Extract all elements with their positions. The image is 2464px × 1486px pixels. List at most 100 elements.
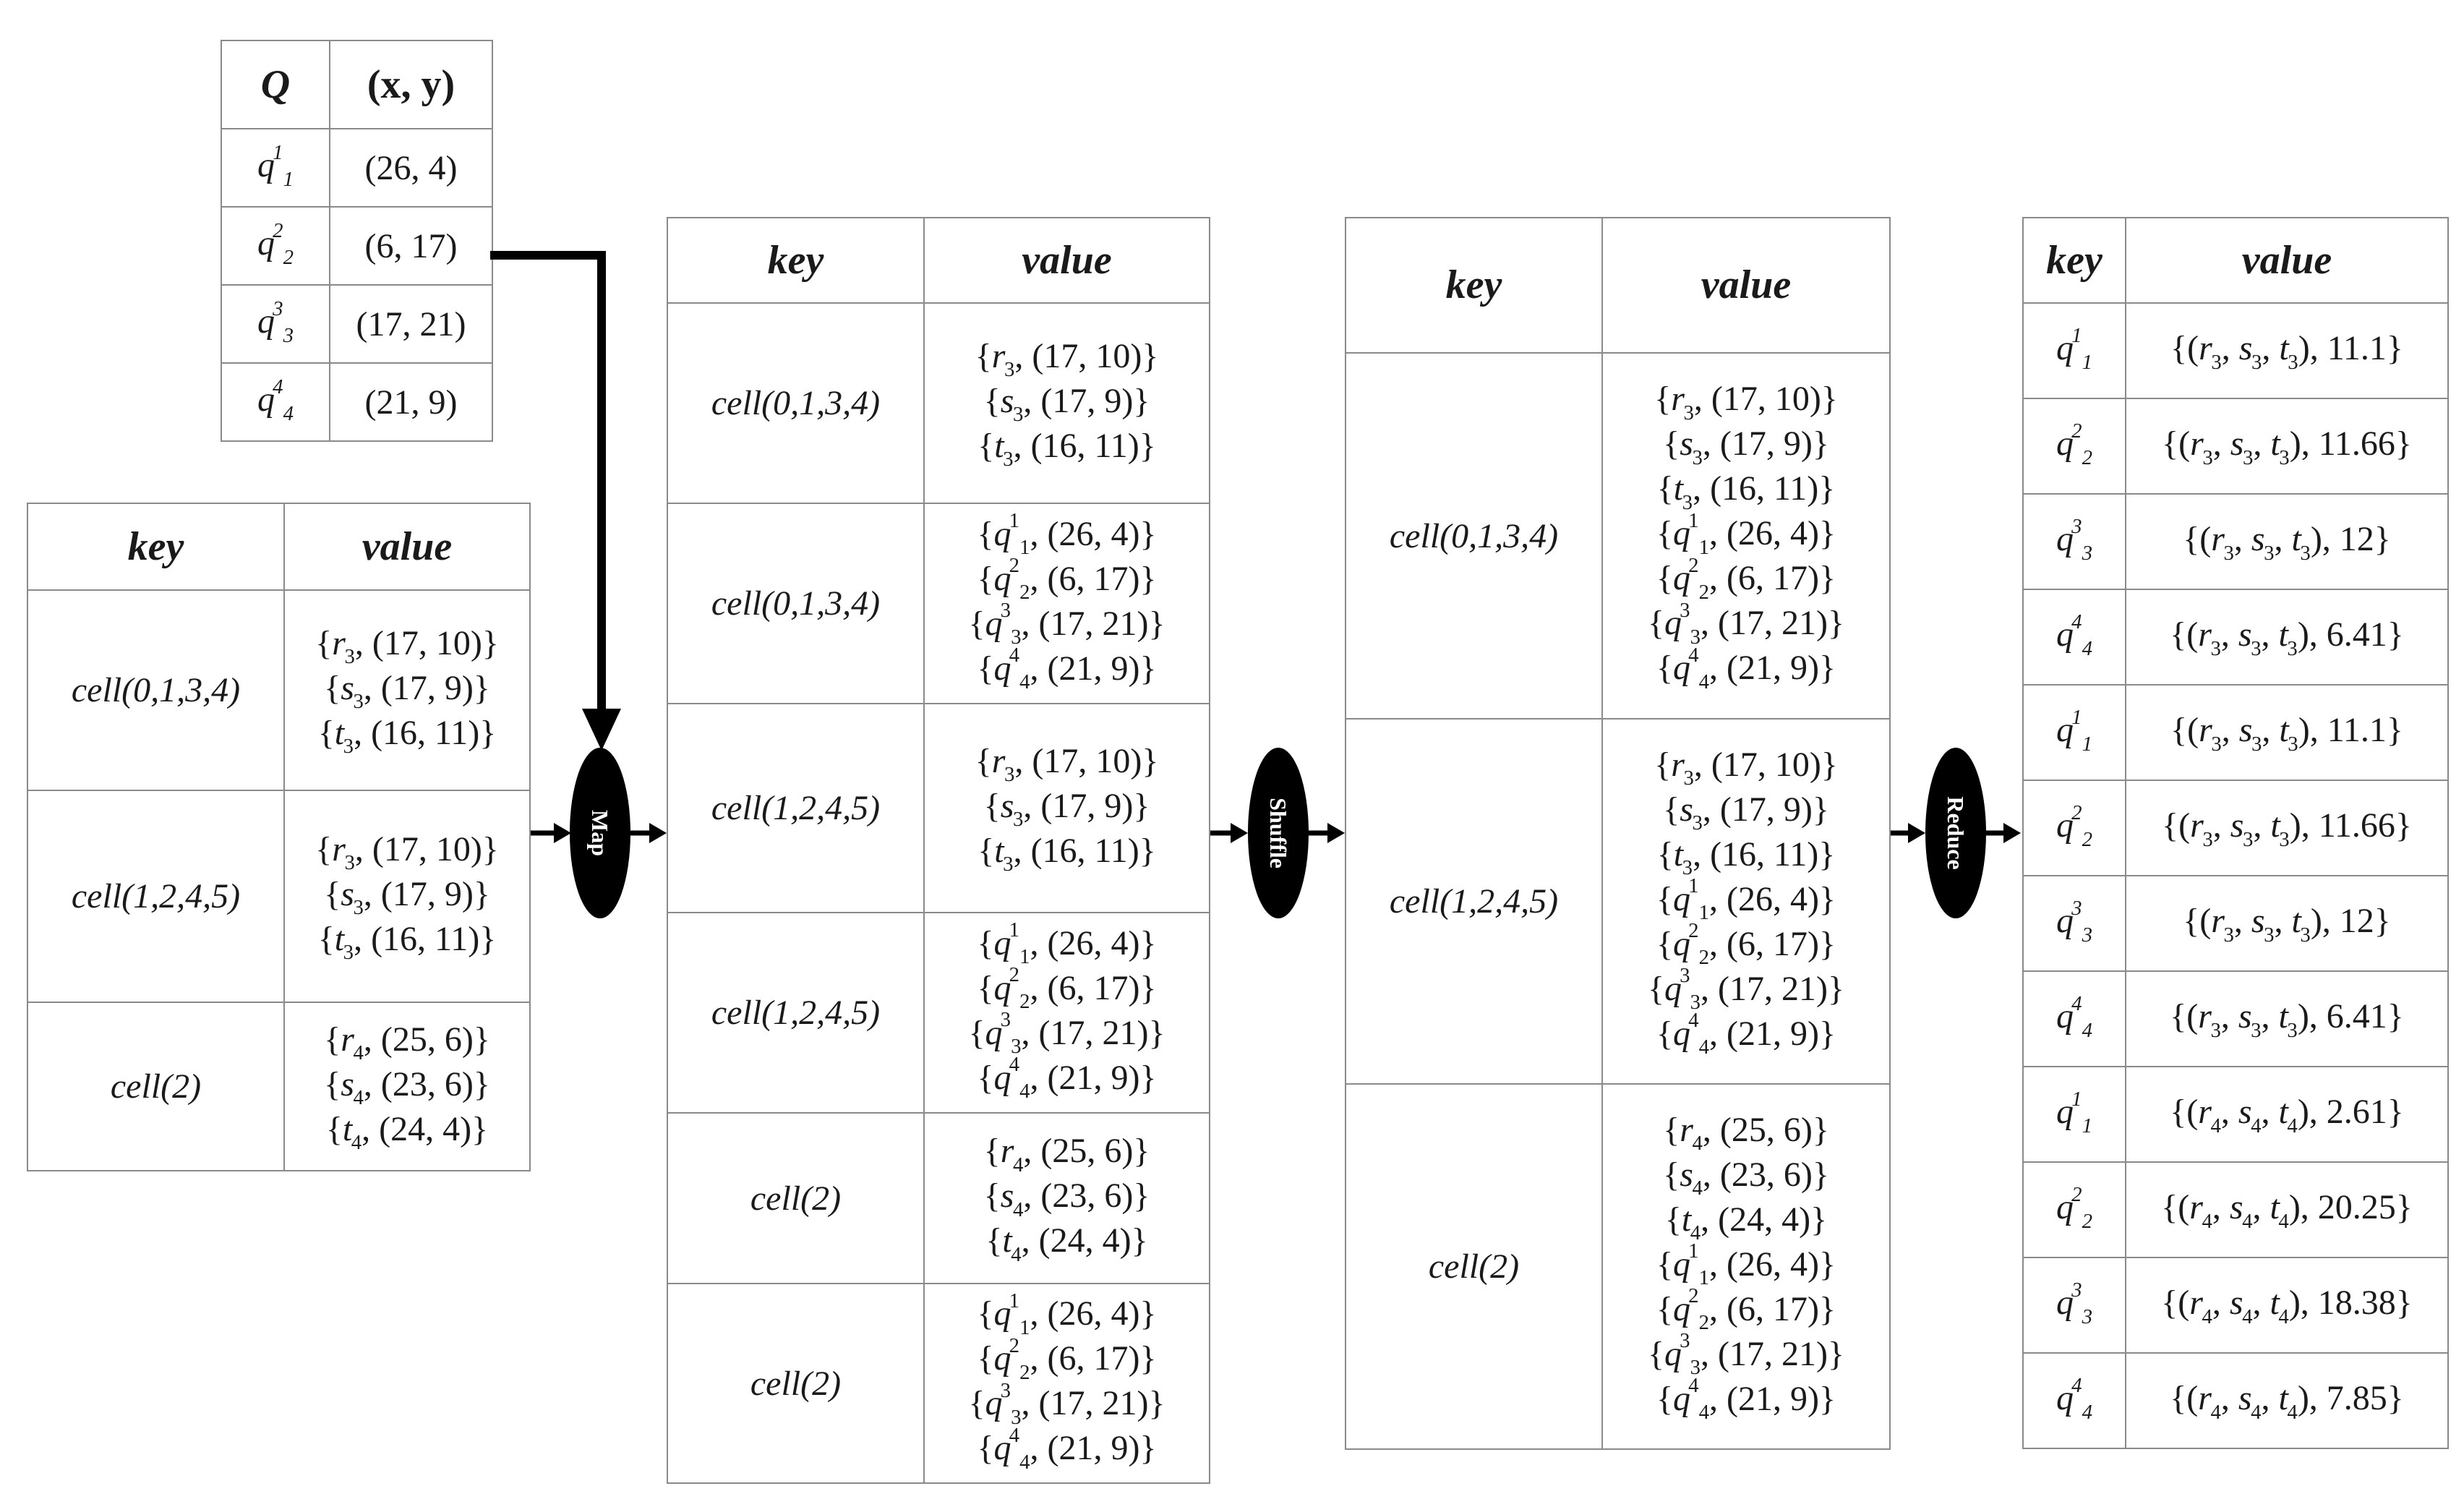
input-value: {r3, (17, 10)}{s3, (17, 9)}{t3, (16, 11)… xyxy=(283,589,531,791)
entry-subscript: 1 xyxy=(1019,1315,1030,1339)
value-entry: {q33, (17, 21)} xyxy=(925,1379,1209,1429)
value-entry: {q33, (17, 21)} xyxy=(925,1008,1209,1058)
result-distance: 18.38 xyxy=(2317,1284,2396,1322)
map-key: cell(2) xyxy=(667,1112,925,1284)
value-entry: {q33, (17, 21)} xyxy=(925,599,1209,649)
brace-open: { xyxy=(1648,1334,1665,1373)
input-table: key value cell(0,1,3,4){r3, (17, 10)}{s3… xyxy=(27,503,531,1171)
entry-subscript: 2 xyxy=(1019,990,1030,1014)
result-close: } xyxy=(2374,902,2391,940)
entry-superscript: 4 xyxy=(1009,1053,1020,1077)
result-t: t xyxy=(2291,902,2301,940)
result-row: q11{(r4, s4, t4), 2.61} xyxy=(2022,1066,2449,1163)
result-query-symbol: q xyxy=(2056,424,2074,463)
result-sep: , xyxy=(2233,520,2251,558)
result-distance: 11.66 xyxy=(2318,424,2395,463)
result-open: {( xyxy=(2170,1093,2199,1131)
entry-symbol: q xyxy=(1664,604,1682,642)
map-row: cell(0,1,3,4){q11, (26, 4)}{q22, (6, 17)… xyxy=(667,503,1210,704)
result-distance: 2.61 xyxy=(2326,1093,2387,1131)
entry-symbol: t xyxy=(1673,469,1684,508)
result-sep: , xyxy=(2212,806,2230,845)
reduce-operation-label: Reduce xyxy=(1943,796,1969,869)
query-to-map-arrow xyxy=(490,251,621,751)
entry-coordinate: , (21, 9) xyxy=(1030,649,1140,688)
brace-close: } xyxy=(1818,559,1836,597)
result-value: {(r3, s3, t3), 12} xyxy=(2125,493,2449,590)
result-close: } xyxy=(2395,424,2412,463)
entry-subscript: 1 xyxy=(1019,536,1030,560)
entry-symbol: q xyxy=(1673,649,1691,687)
brace-close: } xyxy=(1133,1177,1150,1215)
entry-coordinate: , (26, 4) xyxy=(1708,514,1819,552)
brace-close: } xyxy=(1139,923,1157,962)
input-header-key: key xyxy=(27,503,285,591)
entry-subscript: 3 xyxy=(353,896,364,920)
result-s: s xyxy=(2238,615,2252,654)
entry-symbol: r xyxy=(332,623,346,662)
shuffle-operation-label: Shuffle xyxy=(1265,798,1291,868)
entry-symbol: t xyxy=(994,426,1004,465)
map-output-table: key value cell(0,1,3,4){r3, (17, 10)}{s3… xyxy=(667,217,1210,1484)
result-t: t xyxy=(2270,424,2280,463)
entry-superscript: 1 xyxy=(1009,1289,1020,1312)
entry-coordinate: , (21, 9) xyxy=(1030,1058,1140,1097)
value-entry: {q22, (6, 17)} xyxy=(1603,554,1889,604)
query-row: q44(21, 9) xyxy=(221,362,493,442)
result-open: {( xyxy=(2161,1188,2190,1226)
brace-close: } xyxy=(1148,604,1165,643)
brace-open: { xyxy=(977,1339,994,1378)
result-sep: , xyxy=(2261,997,2279,1035)
map-value: {q11, (26, 4)}{q22, (6, 17)}{q33, (17, 2… xyxy=(923,912,1210,1114)
entry-coordinate: , (16, 11) xyxy=(1693,834,1819,874)
entry-symbol: q xyxy=(993,1058,1011,1097)
entry-symbol: t xyxy=(334,713,345,752)
value-entry: {t3, (16, 11)} xyxy=(1603,834,1889,880)
entry-subscript: 4 xyxy=(1012,1153,1024,1177)
result-subscript: 4 xyxy=(2082,636,2092,660)
map-table-to-shuffle-arrow xyxy=(1210,823,1248,843)
value-entry: {s3, (17, 9)} xyxy=(925,381,1209,427)
result-close: } xyxy=(2387,1093,2404,1131)
result-group: 3 xyxy=(2287,636,2298,660)
result-superscript: 2 xyxy=(2071,800,2082,824)
result-query-symbol: q xyxy=(2056,806,2074,845)
entry-symbol: t xyxy=(342,1109,353,1148)
brace-close: } xyxy=(1139,649,1157,688)
entry-coordinate: , (17, 21) xyxy=(1021,604,1149,643)
entry-superscript: 1 xyxy=(1688,508,1699,532)
query-header-q: Q xyxy=(221,40,330,129)
result-subscript: 2 xyxy=(2082,445,2092,469)
brace-close: } xyxy=(1827,969,1844,1008)
value-entry: {q44, (21, 9)} xyxy=(925,1053,1209,1103)
result-sep: , xyxy=(2274,902,2292,940)
result-group: 3 xyxy=(2202,827,2213,851)
value-entry: {q22, (6, 17)} xyxy=(1603,919,1889,969)
value-entry: {r3, (17, 10)} xyxy=(925,741,1209,787)
entry-symbol: t xyxy=(1681,1200,1692,1239)
brace-open: { xyxy=(977,559,994,598)
result-subscript: 4 xyxy=(2082,1400,2092,1424)
brace-open: { xyxy=(985,1221,1003,1260)
result-group: 4 xyxy=(2202,1304,2212,1328)
shuffle-key: cell(1,2,4,5) xyxy=(1345,718,1603,1085)
entry-coordinate: , (25, 6) xyxy=(1023,1132,1134,1170)
entry-symbol: s xyxy=(1680,1155,1693,1194)
result-distance: 20.25 xyxy=(2317,1188,2396,1226)
result-query-symbol: q xyxy=(2056,902,2074,940)
brace-open: { xyxy=(978,831,995,870)
value-entry: {t4, (24, 4)} xyxy=(925,1221,1209,1266)
entry-coordinate: , (17, 21) xyxy=(1700,969,1828,1008)
query-superscript: 1 xyxy=(273,140,283,164)
entry-subscript: 3 xyxy=(1683,401,1694,424)
value-entry: {t3, (16, 11)} xyxy=(1603,469,1889,514)
entry-superscript: 4 xyxy=(1009,644,1020,667)
entry-coordinate: , (21, 9) xyxy=(1708,1014,1819,1053)
result-s: s xyxy=(2229,1284,2243,1322)
result-subscript: 2 xyxy=(2082,827,2092,851)
result-subscript: 2 xyxy=(2082,1209,2092,1233)
query-symbol: q xyxy=(257,146,275,184)
entry-subscript: 1 xyxy=(1019,945,1030,969)
query-subscript: 2 xyxy=(283,245,294,269)
brace-open: { xyxy=(1663,1155,1680,1194)
